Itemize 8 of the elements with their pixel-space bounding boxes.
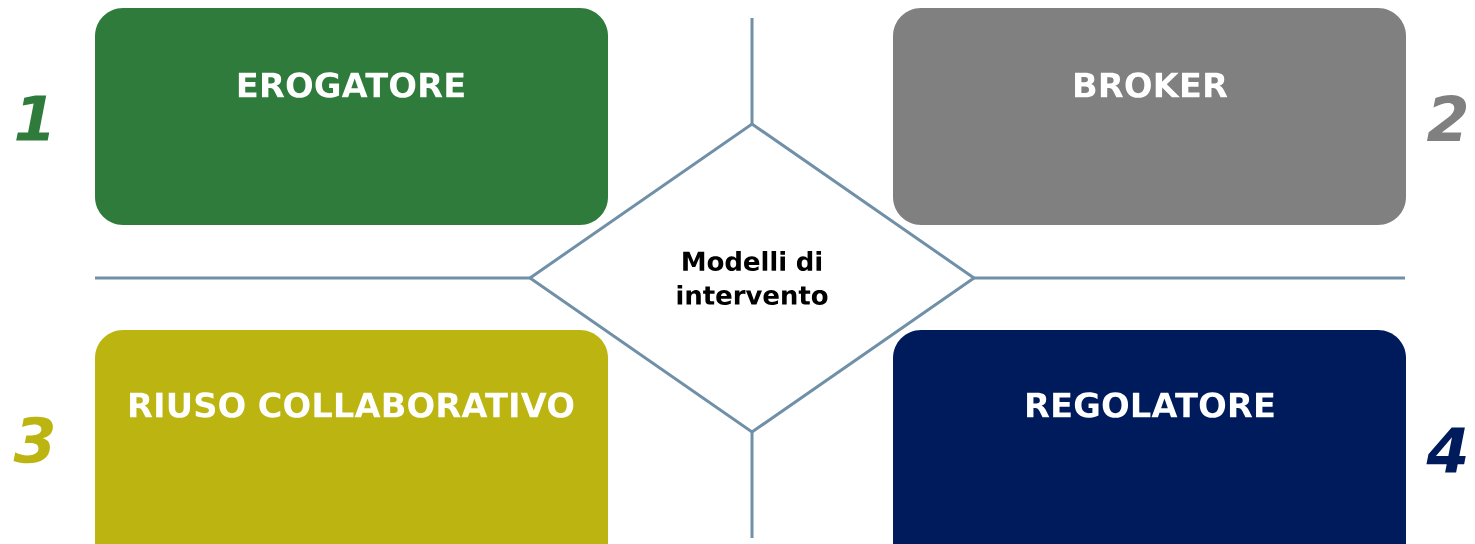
number-label: 3 — [13, 416, 53, 464]
model-box: RIUSO COLLABORATIVO — [95, 330, 608, 544]
model-box: EROGATORE — [95, 8, 608, 225]
model-box: REGOLATORE — [893, 330, 1406, 544]
number-label: 2 — [1427, 95, 1467, 141]
model-box: BROKER — [893, 8, 1406, 225]
number-label: 4 — [1426, 427, 1466, 473]
number-label: 1 — [16, 95, 50, 141]
